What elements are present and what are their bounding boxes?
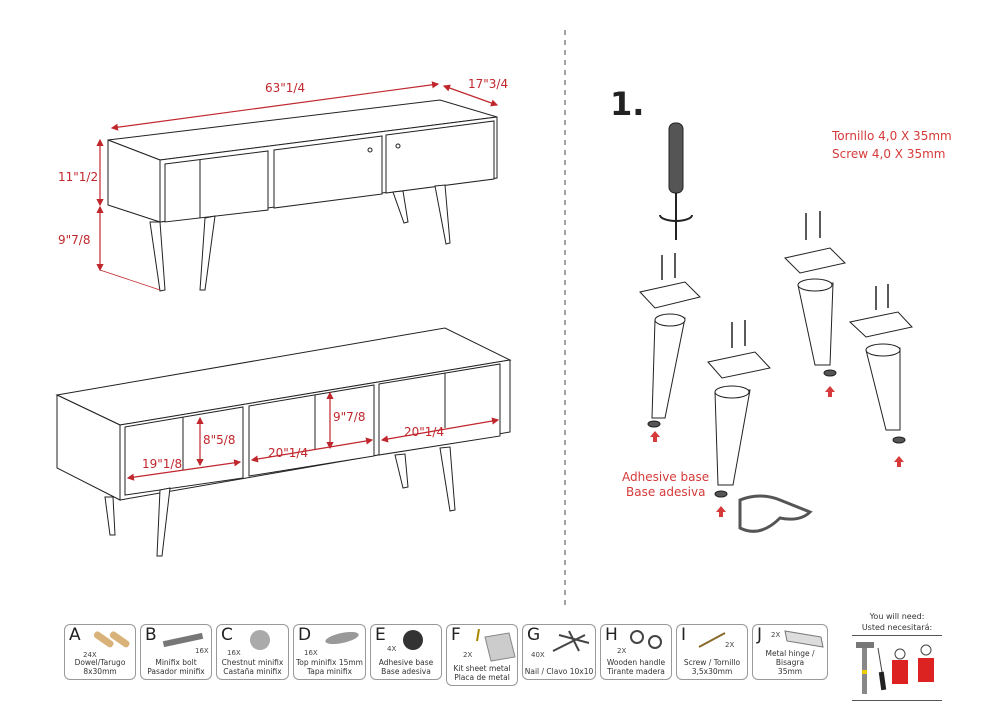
screwdriver-tool-icon (877, 647, 887, 691)
part-desc: Dowel/Tarugo (74, 658, 126, 667)
dim-right-niche-height: 9"7/8 (333, 410, 365, 424)
dimension-lines-closed (96, 81, 499, 291)
two-people-icon (892, 644, 934, 684)
step-number: 1. (610, 85, 644, 123)
adhesive-label-en: Adhesive base (622, 470, 709, 484)
dim-niche-height: 8"5/8 (203, 433, 235, 447)
part-desc: Chestnut minifix (221, 658, 284, 667)
dowel-icon (93, 631, 130, 648)
part-desc-2: 8x30mm (83, 667, 117, 676)
dim-middle-niche-width: 20"1/4 (268, 446, 308, 460)
part-qty: 16X (304, 649, 318, 657)
part-desc-2: Placa de metal (454, 673, 510, 682)
part-g-nail: G 40X Nail / Clavo 10x10 (522, 624, 596, 680)
minifix-bolt-icon (162, 632, 204, 648)
part-letter: B (145, 625, 157, 645)
part-qty: 2X (617, 647, 627, 655)
part-letter: J (757, 625, 763, 645)
part-desc: Metal hinge / Bisagra (765, 649, 815, 667)
tools-icons (852, 635, 942, 701)
adhesive-label-es: Base adesiva (626, 485, 705, 499)
part-qty: 24X (83, 651, 97, 659)
part-letter: F (451, 625, 461, 645)
wooden-handle-icon (630, 630, 662, 649)
part-desc: Wooden handle (606, 658, 666, 667)
part-qty: 2X (771, 631, 781, 639)
tools-needed: You will need: Usted necesitará: (852, 611, 942, 704)
part-letter: E (375, 625, 386, 645)
part-letter: D (298, 625, 312, 645)
part-qty: 16X (195, 647, 209, 655)
part-desc-2: Pasador minifix (147, 667, 205, 676)
part-desc-2: 3,5x30mm (691, 667, 733, 676)
chestnut-minifix-icon (250, 630, 270, 650)
dim-body-height: 11"1/2 (58, 170, 98, 184)
part-qty: 16X (227, 649, 241, 657)
screw-label-es: Tornillo 4,0 X 35mm (831, 129, 952, 143)
part-desc-2: Castaña minifix (223, 667, 282, 676)
sheet-metal-icon (476, 628, 516, 662)
nail-icon (552, 630, 590, 652)
part-desc: Top minifix 15mm (296, 658, 363, 667)
part-qty: 4X (387, 645, 397, 653)
part-letter: A (69, 625, 81, 645)
part-desc: Kit sheet metal (453, 664, 511, 673)
part-letter: I (681, 625, 687, 645)
leg-assembly-icons (639, 211, 913, 517)
part-desc: Adhesive base (378, 658, 434, 667)
tv-stand-closed-view (107, 99, 498, 292)
part-desc: Screw / Tornillo (683, 658, 741, 667)
dim-left-niche-width: 19"1/8 (142, 457, 182, 471)
screwdriver-icon (659, 122, 693, 240)
dim-total-width: 63"1/4 (265, 81, 305, 95)
part-desc-2: Base adesiva (381, 667, 431, 676)
top-minifix-icon (325, 631, 359, 645)
part-desc-2: 35mm (777, 667, 803, 676)
part-letter: C (221, 625, 233, 645)
adhesive-base-icon (403, 630, 423, 650)
part-desc-2: Tirante madera (607, 667, 665, 676)
tools-title-en: You will need: (869, 612, 925, 621)
part-desc-2: Tapa minifix (306, 667, 353, 676)
dimension-lines-open (126, 391, 500, 481)
tools-title-es: Usted necesitará: (861, 623, 933, 632)
part-qty: 40X (531, 651, 545, 659)
part-qty: 2X (463, 651, 473, 659)
part-qty: 2X (725, 641, 735, 649)
part-desc: Minifix bolt (155, 658, 197, 667)
dim-depth: 17"3/4 (468, 77, 508, 91)
part-desc: Nail / Clavo 10x10 (524, 667, 594, 676)
pressing-hand-icon (738, 494, 813, 533)
metal-hinge-icon (784, 630, 824, 648)
dim-leg-height: 9"7/8 (58, 233, 90, 247)
dim-right-niche-width: 20"1/4 (404, 425, 444, 439)
screw-label-en: Screw 4,0 X 35mm (832, 147, 945, 161)
tv-stand-open-view (55, 327, 512, 557)
hammer-icon (856, 642, 874, 694)
part-letter: G (527, 625, 541, 645)
part-letter: H (605, 625, 618, 645)
screw-icon (698, 632, 726, 648)
